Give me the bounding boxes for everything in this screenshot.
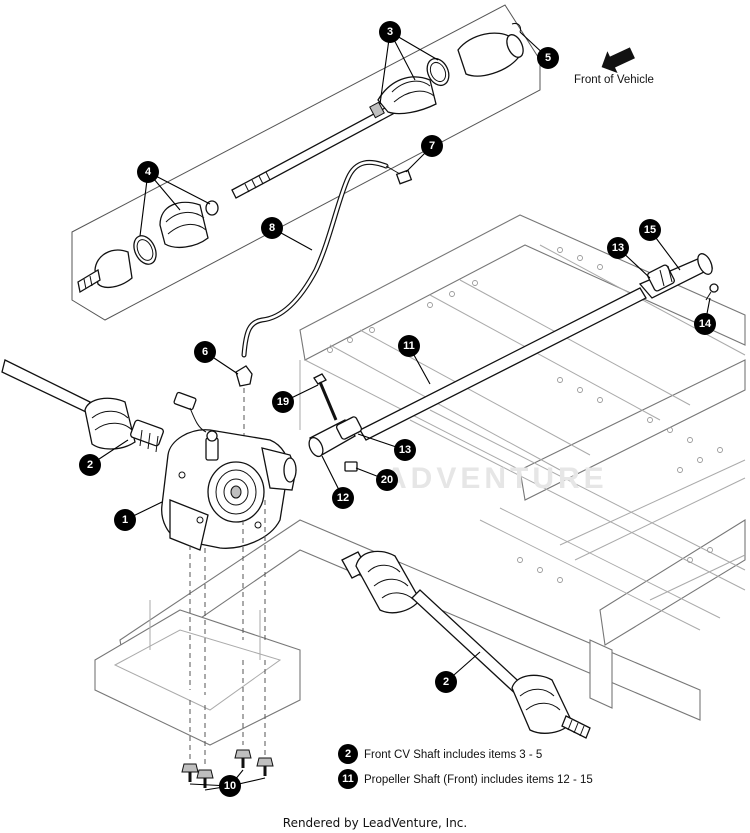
svg-text:11: 11 [403, 340, 415, 352]
cv-shaft-exploded-panel [71, 4, 541, 321]
notes-legend: 2 Front CV Shaft includes items 3 - 5 11… [338, 744, 593, 789]
svg-text:3: 3 [387, 26, 393, 38]
svg-text:Propeller Shaft (Front) includ: Propeller Shaft (Front) includes items 1… [364, 774, 593, 786]
callout-3: 3 [379, 21, 401, 43]
watermark-text: ADVENTURE [385, 462, 608, 495]
svg-text:8: 8 [269, 222, 275, 234]
callout-14: 14 [694, 313, 716, 335]
bolt-19 [313, 373, 338, 421]
svg-text:6: 6 [202, 346, 208, 358]
footer-credit: Rendered by LeadVenture, Inc. [283, 816, 467, 830]
svg-text:15: 15 [644, 224, 656, 236]
callout-13-lower: 13 [394, 439, 416, 461]
mounting-bolts [181, 749, 274, 788]
svg-text:2: 2 [443, 676, 449, 688]
callout-12: 12 [332, 487, 354, 509]
propeller-shaft [308, 253, 714, 458]
svg-text:5: 5 [545, 52, 551, 64]
callout-6: 6 [194, 341, 216, 363]
svg-text:13: 13 [612, 242, 624, 254]
svg-text:7: 7 [429, 140, 435, 152]
hose-fitting [385, 165, 413, 185]
screw-14 [705, 283, 719, 301]
front-of-vehicle-indicator: Front of Vehicle [574, 47, 654, 86]
callout-4: 4 [137, 161, 159, 183]
note-propeller-shaft: 11 Propeller Shaft (Front) includes item… [338, 769, 593, 789]
direction-label: Front of Vehicle [574, 74, 654, 86]
callout-2-right: 2 [435, 671, 457, 693]
svg-text:12: 12 [337, 492, 349, 504]
callout-10: 10 [219, 775, 241, 797]
svg-text:10: 10 [224, 780, 236, 792]
svg-text:2: 2 [87, 459, 93, 471]
svg-text:4: 4 [145, 166, 152, 178]
callout-1: 1 [114, 509, 136, 531]
callout-8: 8 [261, 217, 283, 239]
svg-text:13: 13 [399, 444, 411, 456]
cv-shaft-right [341, 550, 591, 739]
callout-11: 11 [398, 335, 420, 357]
hose-clip [235, 365, 253, 387]
callout-7: 7 [421, 135, 443, 157]
svg-text:14: 14 [699, 318, 712, 330]
callout-20: 20 [376, 469, 398, 491]
svg-text:20: 20 [381, 474, 393, 486]
svg-text:2: 2 [345, 748, 351, 760]
direction-arrow-icon [601, 47, 635, 73]
svg-text:19: 19 [277, 396, 289, 408]
callout-15: 15 [639, 219, 661, 241]
svg-text:1: 1 [122, 514, 128, 526]
callout-19: 19 [272, 391, 294, 413]
svg-text:Front CV Shaft includes items: Front CV Shaft includes items 3 - 5 [364, 749, 542, 761]
cv-shaft-left [1, 359, 164, 453]
callout-2-left: 2 [79, 454, 101, 476]
front-differential [161, 391, 297, 551]
note-cv-shaft: 2 Front CV Shaft includes items 3 - 5 [338, 744, 542, 764]
callout-13-upper: 13 [607, 237, 629, 259]
clip-20 [344, 461, 358, 472]
callout-5: 5 [537, 47, 559, 69]
svg-text:11: 11 [342, 773, 354, 785]
